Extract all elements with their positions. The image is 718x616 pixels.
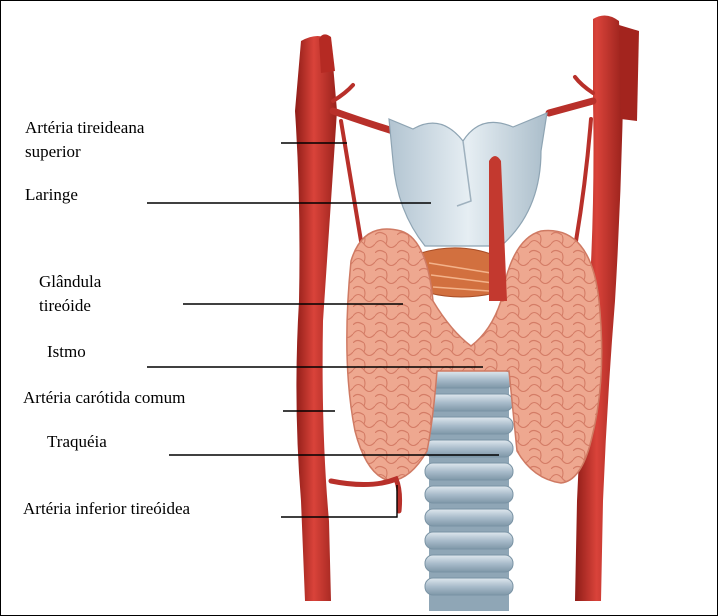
label-superior-artery-line1: Artéria tireideana bbox=[25, 117, 144, 138]
label-isthmus: Istmo bbox=[47, 341, 86, 362]
label-gland-line1: Glândula bbox=[39, 271, 101, 292]
label-superior-artery-line2: superior bbox=[25, 141, 81, 162]
label-carotid: Artéria carótida comum bbox=[23, 387, 185, 408]
leader-inferior-artery bbox=[281, 485, 397, 517]
label-inferior-artery: Artéria inferior tireóidea bbox=[23, 498, 190, 519]
label-trachea: Traquéia bbox=[47, 431, 107, 452]
label-larynx: Laringe bbox=[25, 184, 78, 205]
label-gland-line2: tireóide bbox=[39, 295, 91, 316]
